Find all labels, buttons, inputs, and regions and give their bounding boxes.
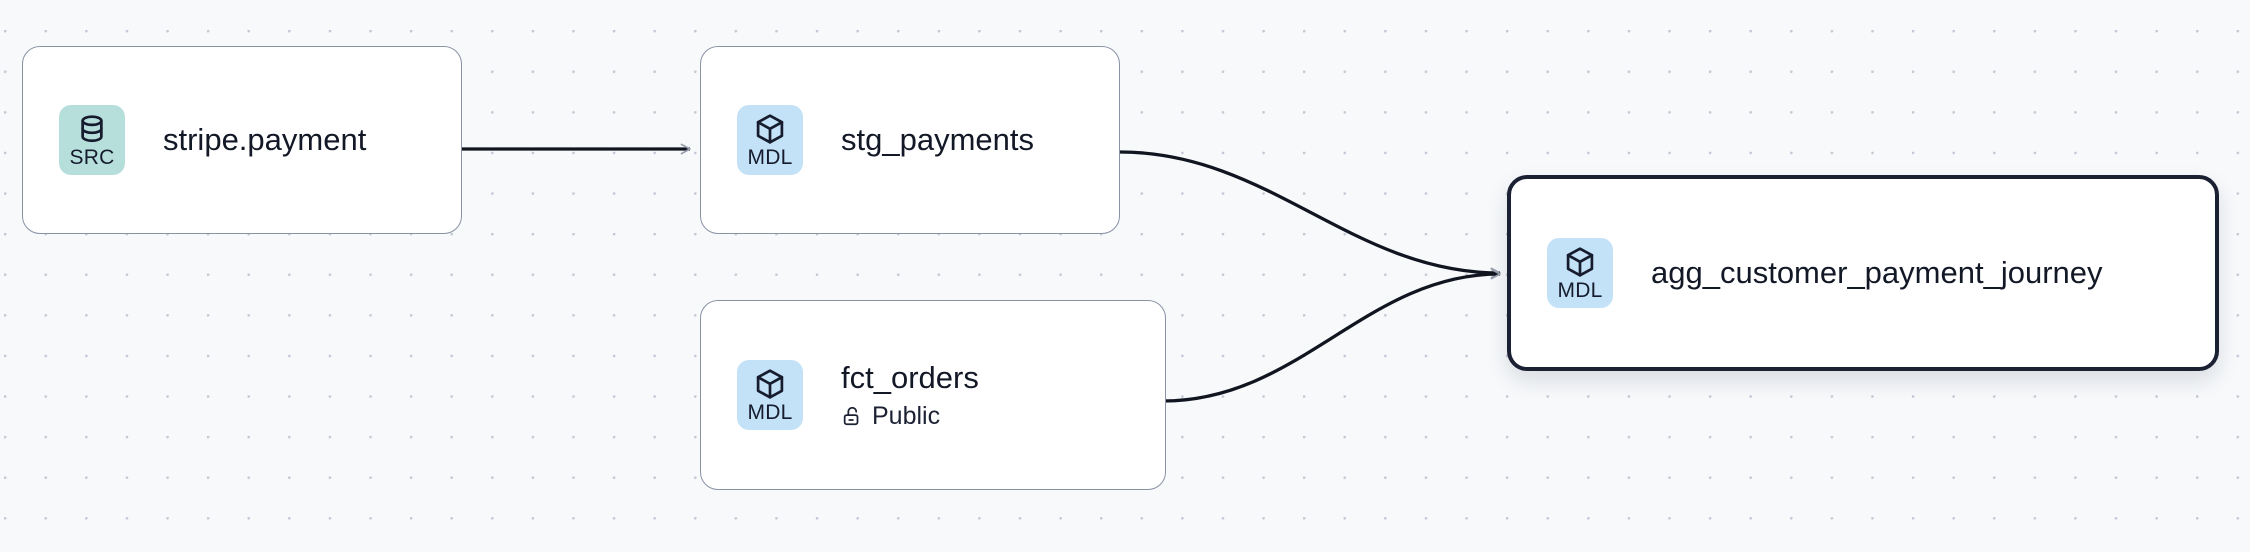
node-visibility: Public <box>841 401 979 431</box>
node-type-badge-mdl: MDL <box>737 105 803 175</box>
node-title: fct_orders <box>841 360 979 395</box>
node-type-badge-label: MDL <box>747 401 793 424</box>
database-icon <box>75 112 109 146</box>
node-label-block: stg_payments <box>841 121 1034 159</box>
node-stg-payments[interactable]: MDL stg_payments <box>700 46 1120 234</box>
edge-stg-to-agg <box>1119 150 1501 279</box>
node-stripe-payment[interactable]: SRC stripe.payment <box>22 46 462 234</box>
node-agg-customer-payment-journey[interactable]: MDL agg_customer_payment_journey <box>1507 175 2219 371</box>
cube-icon <box>753 112 787 146</box>
node-type-badge-label: MDL <box>1557 279 1603 302</box>
node-label-block: agg_customer_payment_journey <box>1651 254 2103 292</box>
node-fct-orders[interactable]: MDL fct_orders Public <box>700 300 1166 490</box>
edge-fct-to-agg <box>1162 268 1501 403</box>
node-title: stg_payments <box>841 122 1034 157</box>
node-type-badge-mdl: MDL <box>1547 238 1613 308</box>
node-title: stripe.payment <box>163 122 367 157</box>
node-title: agg_customer_payment_journey <box>1651 255 2103 290</box>
cube-icon <box>753 367 787 401</box>
node-type-badge-src: SRC <box>59 105 125 175</box>
node-visibility-label: Public <box>872 402 941 430</box>
node-label-block: fct_orders Public <box>841 359 979 431</box>
node-type-badge-mdl: MDL <box>737 360 803 430</box>
cube-icon <box>1563 245 1597 279</box>
node-label-block: stripe.payment <box>163 121 366 159</box>
unlock-icon <box>841 405 863 427</box>
node-type-badge-label: SRC <box>69 146 115 169</box>
node-type-badge-label: MDL <box>747 146 793 169</box>
